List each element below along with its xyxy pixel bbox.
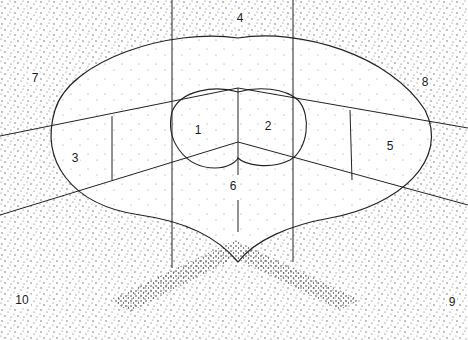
- inner-loop: [171, 89, 307, 168]
- heart-outline: [51, 36, 431, 262]
- callout-number: 5: [385, 140, 396, 153]
- callout-number: 10: [13, 294, 30, 307]
- corner-grid: [0, 0, 468, 268]
- heart-region-fill: [51, 36, 431, 262]
- callout-number: 9: [447, 296, 458, 309]
- callout-number: 2: [263, 120, 274, 133]
- callout-number: 8: [420, 76, 431, 89]
- callout-number: 4: [235, 12, 246, 25]
- callout-number: 7: [30, 72, 41, 85]
- callout-number: 6: [228, 180, 239, 193]
- callout-number: 1: [193, 124, 204, 137]
- floor-ridge: [110, 240, 360, 312]
- callout-number: 3: [70, 152, 81, 165]
